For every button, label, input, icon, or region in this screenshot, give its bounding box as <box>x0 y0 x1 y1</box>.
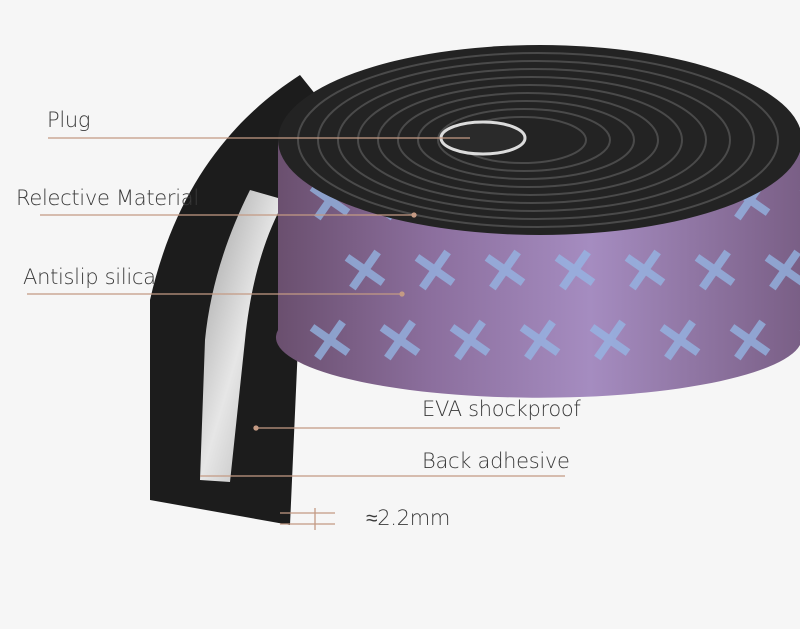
cross-mark <box>309 319 351 361</box>
label-antislip-silica: Antislip silica <box>23 265 156 289</box>
silver-backing <box>200 190 285 482</box>
tape-ring <box>417 100 635 180</box>
tape-ring <box>397 92 659 188</box>
leader-lines <box>27 137 565 530</box>
tape-ring <box>297 52 779 228</box>
cross-mark <box>694 249 736 291</box>
tape-ring <box>337 68 731 212</box>
cross-mark <box>379 319 421 361</box>
label-thickness: ≈2.2mm <box>366 506 451 530</box>
cross-mark <box>729 319 771 361</box>
cross-mark <box>589 319 631 361</box>
cross-mark <box>484 249 526 291</box>
cross-mark <box>554 249 596 291</box>
label-back-adhesive: Back adhesive <box>422 449 570 473</box>
tape-ring <box>357 76 707 204</box>
cross-mark <box>449 319 491 361</box>
label-reflective-material: Relective Material <box>16 186 199 210</box>
label-eva-shockproof: EVA shockproof <box>422 397 581 421</box>
cross-mark <box>659 319 701 361</box>
cross-mark <box>344 249 386 291</box>
tape-ring <box>377 84 683 196</box>
label-plug: Plug <box>47 108 91 132</box>
cross-mark <box>764 249 800 291</box>
roll-top <box>278 45 800 235</box>
cross-mark <box>519 319 561 361</box>
tape-ring <box>317 60 755 220</box>
cross-mark <box>414 249 456 291</box>
cross-mark <box>624 249 666 291</box>
tape-ring <box>437 108 611 172</box>
